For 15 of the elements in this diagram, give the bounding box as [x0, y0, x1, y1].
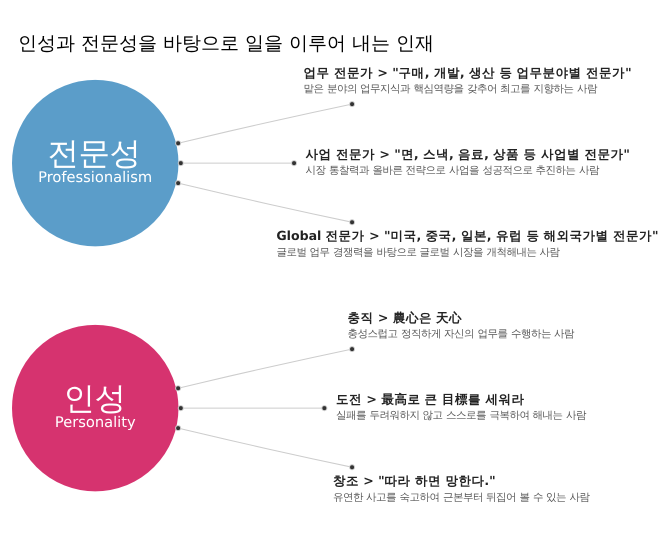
- connector: [175, 180, 356, 226]
- node-text: Global 전문가 > "미국, 중국, 일본, 유럽 등 해외국가별 전문가" 글로벌 업무 경쟁력을 바탕으로 글로벌 시장을 개척해내는 사람: [276, 228, 659, 258]
- connector: [175, 101, 356, 146]
- connector: [175, 346, 356, 392]
- connector: [175, 425, 356, 470]
- node-text: 충직 > 農心은 天心 충성스럽고 정직하게 자신의 업무를 수행하는 사람: [348, 310, 574, 340]
- node-circle: 전문성 Professionalism: [12, 80, 178, 246]
- node-text: 창조 > "따라 하면 망한다." 유연한 사고를 숙고하여 근본부터 뒤집어 볼 수 있는 사람: [332, 473, 590, 504]
- node-circle: 인성 Personality: [12, 324, 178, 492]
- connector: [178, 405, 328, 412]
- diagram-title: 인성과 전문성을 바탕으로 일을 이루어 내는 인재: [18, 33, 434, 54]
- node-text: 도전 > 最高로 큰 目標를 세워라 실패를 두려워하지 않고 스스로를 극복하여 해내는 사람: [336, 392, 586, 422]
- connector: [178, 160, 298, 166]
- node-text: 업무 전문가 > "구매, 개발, 생산 등 업무분야별 전문가" 맡은 분야의 업무지식과 핵심역량을 갖추어 최고를 지향하는 사람: [304, 64, 632, 95]
- node-text: 사업 전문가 > "면, 스낵, 음료, 상품 등 사업별 전문가" 시장 통찰력과 올바른 전략으로 사업을 성공적으로 추진하는 사람: [306, 146, 630, 177]
